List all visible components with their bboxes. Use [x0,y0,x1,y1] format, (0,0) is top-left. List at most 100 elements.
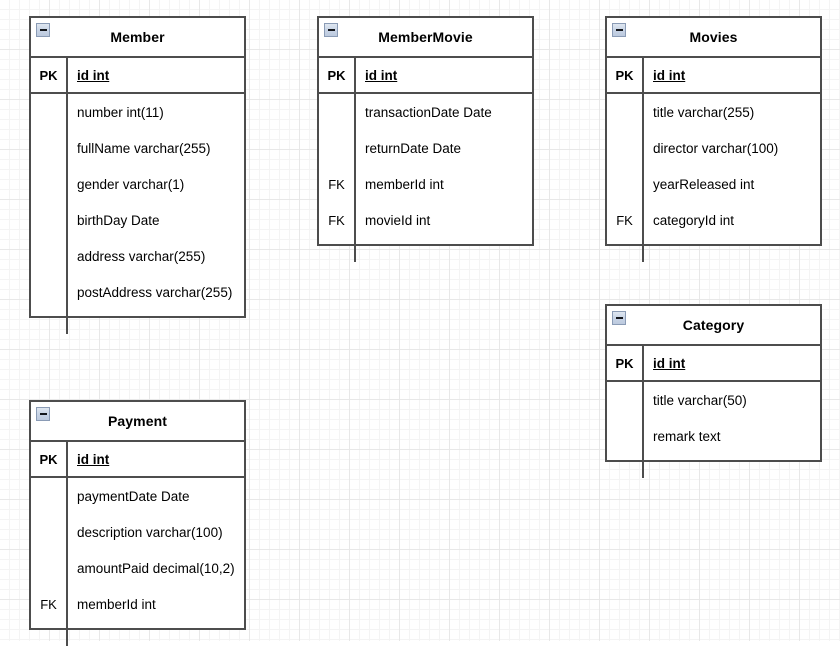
attribute-key-label [31,202,68,238]
attribute-row[interactable]: title varchar(255) [607,94,820,130]
filler-attr-column [356,238,532,262]
attribute-name-label: birthDay Date [77,212,160,228]
attribute-row[interactable]: PK id int [319,58,532,94]
entity-header-payment[interactable]: Payment [31,402,244,442]
attribute-name-label: description varchar(100) [77,524,223,540]
filler-key-column [607,238,644,262]
entity-header-category[interactable]: Category [607,306,820,346]
attribute-name-label: postAddress varchar(255) [77,284,233,300]
attribute-row[interactable]: birthDay Date [31,202,244,238]
entity-body-membermovie: PK id int transactionDate Date returnDate D… [319,58,532,262]
entity-title-movies: Movies [689,29,738,45]
attribute-name-label: remark text [653,428,721,444]
filler-attr-column [644,238,820,262]
attribute-key-label: PK [607,58,644,92]
attribute-name-label: paymentDate Date [77,488,190,504]
attribute-key-label [31,166,68,202]
attribute-name-label: transactionDate Date [365,104,492,120]
attribute-name-label: memberId int [365,176,444,192]
attribute-key-label: PK [319,58,356,92]
attribute-key-label [31,478,68,514]
attribute-key-label [607,130,644,166]
attribute-row[interactable]: FK memberId int [319,166,532,202]
attribute-row[interactable]: postAddress varchar(255) [31,274,244,310]
attribute-name-label: id int [365,67,398,83]
attribute-row[interactable]: title varchar(50) [607,382,820,418]
attribute-key-label: PK [31,442,68,476]
attribute-row[interactable]: amountPaid decimal(10,2) [31,550,244,586]
filler-key-column [31,622,68,646]
attribute-row[interactable]: yearReleased int [607,166,820,202]
attribute-key-label [607,382,644,418]
attribute-key-label: FK [607,202,644,238]
attribute-name-label: fullName varchar(255) [77,140,211,156]
attribute-key-label: FK [319,166,356,202]
attribute-name-label: title varchar(255) [653,104,755,120]
attribute-key-label [31,550,68,586]
collapse-minus-icon[interactable] [36,23,50,37]
collapse-minus-icon[interactable] [612,23,626,37]
attribute-row[interactable]: returnDate Date [319,130,532,166]
attribute-name-label: movieId int [365,212,431,228]
attribute-row[interactable]: fullName varchar(255) [31,130,244,166]
attribute-key-label [319,94,356,130]
attribute-row[interactable]: description varchar(100) [31,514,244,550]
attribute-name-label: id int [77,451,110,467]
attribute-row[interactable]: number int(11) [31,94,244,130]
attribute-name-label: yearReleased int [653,176,755,192]
attribute-name-label: number int(11) [77,104,164,120]
entity-title-member: Member [110,29,165,45]
filler-attr-column [68,622,244,646]
attribute-row[interactable]: PK id int [31,442,244,478]
collapse-minus-icon[interactable] [36,407,50,421]
attribute-key-label [31,94,68,130]
minus-glyph [39,413,47,415]
attribute-name-label: memberId int [77,596,156,612]
entity-body-movies: PK id int title varchar(255) director varch… [607,58,820,262]
attribute-row[interactable]: director varchar(100) [607,130,820,166]
attribute-key-label: PK [31,58,68,92]
collapse-minus-icon[interactable] [324,23,338,37]
attribute-key-label [607,166,644,202]
attribute-key-label [319,130,356,166]
attribute-row[interactable]: paymentDate Date [31,478,244,514]
entity-body-filler [319,238,532,262]
attribute-key-label: FK [319,202,356,238]
attribute-row[interactable]: transactionDate Date [319,94,532,130]
entity-header-movies[interactable]: Movies [607,18,820,58]
attribute-name-label: director varchar(100) [653,140,779,156]
attribute-row[interactable]: address varchar(255) [31,238,244,274]
attribute-key-label [607,418,644,454]
entity-title-payment: Payment [107,413,168,429]
attribute-row[interactable]: gender varchar(1) [31,166,244,202]
filler-key-column [31,310,68,334]
attribute-name-label: id int [653,67,686,83]
attribute-key-label [31,274,68,310]
collapse-minus-icon[interactable] [612,311,626,325]
entity-header-member[interactable]: Member [31,18,244,58]
filler-key-column [607,454,644,478]
attribute-row[interactable]: FK movieId int [319,202,532,238]
attribute-key-label: PK [607,346,644,380]
attribute-name-label: address varchar(255) [77,248,206,264]
entity-title-category: Category [682,317,745,333]
attribute-name-label: returnDate Date [365,140,462,156]
attribute-row[interactable]: remark text [607,418,820,454]
attribute-row[interactable]: PK id int [607,58,820,94]
entity-body-filler [607,238,820,262]
entity-header-membermovie[interactable]: MemberMovie [319,18,532,58]
entity-title-membermovie: MemberMovie [378,29,473,45]
entity-body-filler [607,454,820,478]
